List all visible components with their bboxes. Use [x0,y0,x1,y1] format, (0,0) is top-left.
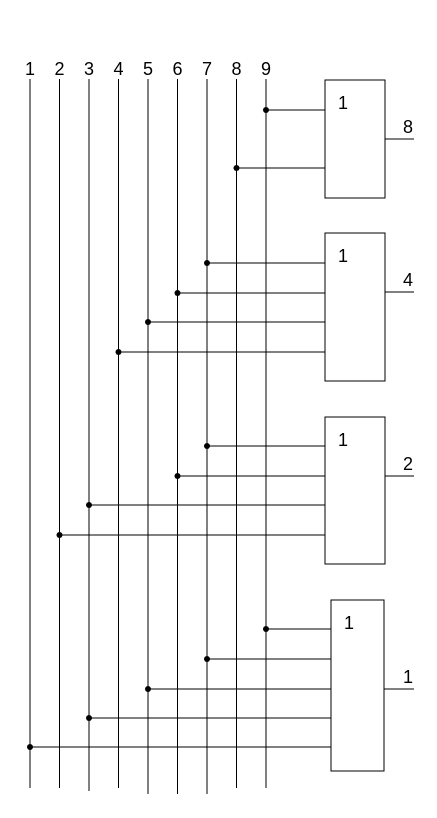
or-gate-1: 18 [233,79,414,199]
gate-box [330,599,385,772]
junction-dot [204,443,210,449]
bus-label-1: 1 [25,59,35,79]
bus-label-9: 9 [261,59,271,79]
or-gate-4: 11 [27,599,414,772]
gate-symbol: 1 [344,613,354,633]
bus-label-2: 2 [54,59,64,79]
bus-label-6: 6 [172,59,182,79]
junction-dot [233,165,240,171]
junction-dot [86,502,92,508]
junction-dot [263,626,269,632]
gate-symbol: 1 [338,93,348,113]
junction-dot [27,744,33,750]
junction-dot [204,656,210,662]
or-gate-2: 14 [115,232,414,382]
output-label: 1 [403,667,413,687]
output-label: 2 [403,454,413,474]
output-label: 4 [403,270,413,290]
gate-box [324,232,386,382]
or-gate-3: 12 [56,416,414,565]
junction-dot [204,260,210,266]
gate-symbol: 1 [338,430,348,450]
bus-label-5: 5 [143,59,153,79]
output-label: 8 [403,117,413,137]
junction-dot [115,349,122,355]
gate-box [324,79,386,199]
junction-dot [86,715,92,721]
junction-dot [56,532,63,538]
gate-box [324,416,386,565]
junction-dot [174,290,181,296]
junction-dot [145,686,151,692]
bus-label-3: 3 [84,59,94,79]
bus-label-8: 8 [231,59,241,79]
input-bus [29,79,267,794]
gate-symbol: 1 [338,246,348,266]
bus-label-4: 4 [113,59,123,79]
junction-dot [145,319,151,325]
bus-label-7: 7 [202,59,212,79]
junction-dot [174,473,181,479]
junction-dot [263,107,269,113]
